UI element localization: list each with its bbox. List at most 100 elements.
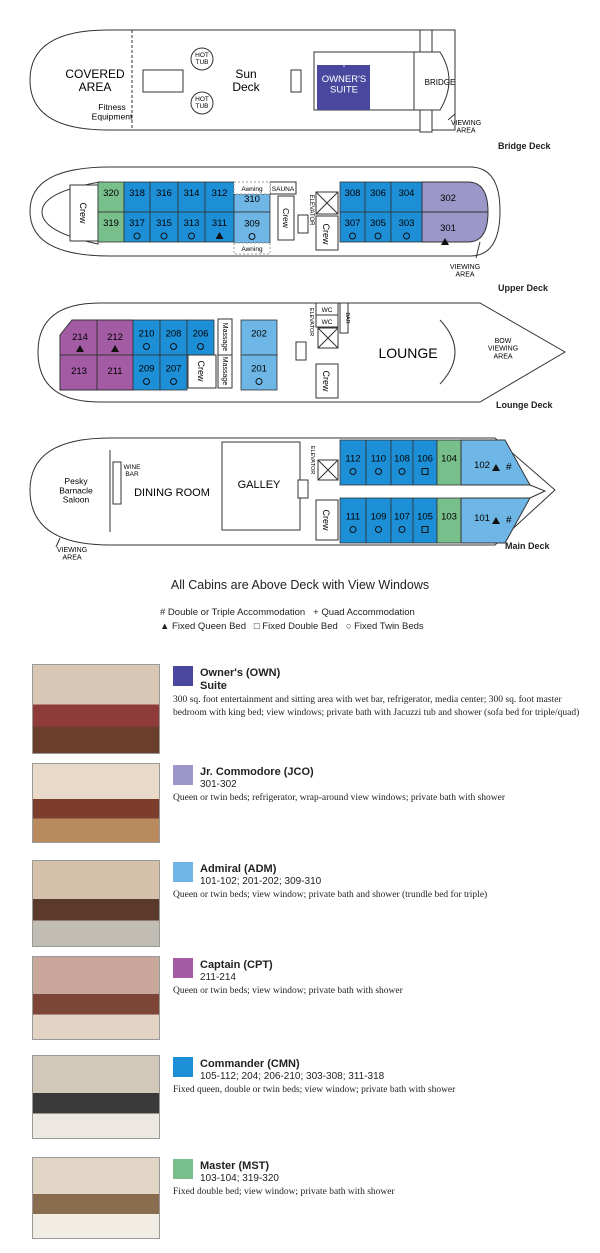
main-deck-title: Main Deck (505, 541, 550, 551)
lounge-deck-title: Lounge Deck (496, 400, 553, 410)
main-crew-label: Crew (321, 509, 331, 531)
massage-2 (217, 354, 233, 389)
cabin-111-bed-mark (349, 526, 357, 533)
legend-queen: ▲ Fixed Queen Bed (160, 621, 246, 632)
lounge-elevator-label: ELEVATOR (308, 308, 314, 336)
category-swatch (173, 958, 193, 978)
awning-bottom-label: Awning (241, 246, 263, 253)
upper-crew-fwd (315, 215, 339, 251)
cabin-212-bed-mark (111, 345, 119, 352)
upper-crew-aft-label: Crew (78, 202, 88, 224)
cabin-304 (390, 181, 423, 213)
category-swatch (173, 1159, 193, 1179)
cabin-308-label: 308 (345, 188, 361, 199)
cabin-201-bed-mark (255, 378, 263, 385)
upper-viewing-arrow (475, 241, 481, 259)
cabin-106-label: 106 (417, 454, 433, 465)
cabin-208-bed-mark (170, 343, 177, 350)
category-description: Queen or twin beds; view window; private… (173, 986, 403, 996)
cabin-307 (339, 211, 366, 243)
cabin-photo (32, 1157, 160, 1239)
cabin-214-bed-mark (76, 345, 84, 352)
category-name: Owner's (OWN) Suite (200, 667, 281, 692)
cabin-308 (339, 181, 366, 213)
massage-2-label: Massage (221, 357, 228, 386)
category-name: Master (MST) (200, 1160, 270, 1172)
upper-crew-mid (277, 195, 295, 241)
cabin-photo (32, 763, 160, 843)
legend-double-triple: # Double or Triple Accommodation (160, 607, 306, 618)
wine-bar (112, 461, 122, 505)
cabin-207-label: 207 (166, 364, 182, 375)
upper-elevator-label: ELEVATOR (308, 194, 314, 226)
lounge-crew-1 (187, 354, 217, 389)
cabin-110-label: 110 (371, 454, 386, 465)
sun-deck-bench (142, 69, 184, 93)
cabin-photo (32, 956, 160, 1040)
cabin-315-bed-mark (160, 232, 168, 240)
cabin-111 (339, 497, 367, 544)
cabin-211-label: 211 (107, 366, 122, 377)
category-description: Fixed double bed; view window; private b… (173, 1187, 395, 1197)
awning-top-label: Awning (241, 186, 263, 193)
main-stair (297, 479, 309, 499)
cabin-201-label: 201 (251, 364, 267, 375)
cabin-209-label: 209 (139, 364, 155, 375)
category-description: 300 sq. foot entertainment and sitting a… (173, 695, 580, 718)
cabin-110-bed-mark (375, 468, 382, 475)
category-swatch (173, 765, 193, 785)
bridge-viewing-arrow (447, 113, 456, 121)
cabin-102-bed-mark (492, 464, 500, 471)
bridge-stair (290, 69, 302, 93)
legend: # Double or Triple Accommodation + Quad … (160, 606, 424, 634)
lounge-bar (339, 302, 349, 334)
cabin-317-bed-mark (133, 232, 141, 240)
hot-tub-2 (190, 91, 214, 115)
galley-label: GALLEY (238, 479, 281, 491)
cabin-320 (97, 181, 125, 213)
lounge-crew-2 (315, 363, 339, 399)
cabin-313-label: 313 (184, 218, 200, 229)
cabin-307-bed-mark (349, 232, 356, 240)
awning-top (233, 181, 271, 195)
category-5: Commander (CMN)105-112; 204; 206-210; 30… (0, 1055, 600, 1139)
wc-1-label: WC (322, 307, 333, 314)
cabin-103-label: 103 (441, 512, 457, 523)
cabin-111-label: 111 (346, 512, 360, 523)
owners-plus: + (340, 57, 347, 71)
lounge-crew-1-label: Crew (196, 360, 206, 382)
cabin-318-label: 318 (129, 188, 145, 199)
cabin-314 (177, 181, 206, 213)
cabin-202 (240, 319, 278, 356)
upper-deck-title: Upper Deck (498, 283, 549, 293)
upper-elevator-x (315, 191, 339, 215)
cabin-312-label: 312 (212, 188, 228, 199)
cabin-208-label: 208 (166, 329, 182, 340)
cabin-102-label: 102 (474, 460, 490, 471)
category-description: Queen or twin beds; view window; private… (173, 890, 488, 900)
cabin-305-label: 305 (370, 218, 386, 229)
category-rooms: 301-302 (200, 779, 237, 790)
cabin-306-label: 306 (370, 188, 386, 199)
cabin-317-label: 317 (129, 218, 145, 229)
category-rooms: 105-112; 204; 206-210; 303-308; 311-318 (200, 1071, 385, 1082)
cabin-201 (240, 354, 278, 391)
cabin-309-bed-mark (248, 233, 256, 240)
cabin-112-label: 112 (345, 454, 360, 465)
cabin-102-double-mark: # (506, 462, 512, 473)
bridge-wing-bottom (419, 109, 433, 133)
cabin-320-label: 320 (103, 188, 119, 199)
cabin-305 (364, 211, 392, 243)
category-name: Jr. Commodore (JCO) (200, 766, 314, 778)
cabin-318 (123, 181, 151, 213)
cabin-105-bed-mark (421, 526, 429, 533)
